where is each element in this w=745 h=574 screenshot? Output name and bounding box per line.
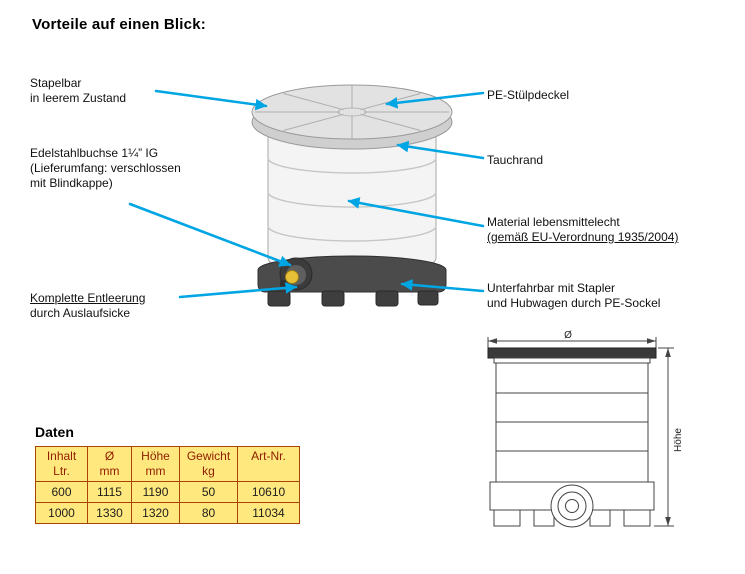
annotation-stuelpdeckel: PE-Stülpdeckel xyxy=(487,88,569,103)
table-cell: 600 xyxy=(35,481,88,503)
header-line: Gewicht xyxy=(186,449,231,463)
table-cell: 1115 xyxy=(87,481,132,503)
header-line: Höhe xyxy=(141,449,170,463)
base-foot xyxy=(267,290,291,307)
header-line: mm xyxy=(99,464,120,478)
annotation-line: Unterfahrbar mit Stapler xyxy=(487,281,616,295)
base-foot xyxy=(417,290,439,306)
annotation-line: durch Auslaufsicke xyxy=(30,306,131,320)
col-header-inhalt: Inhalt Ltr. xyxy=(35,446,88,482)
header-line: mm xyxy=(145,464,166,478)
outlet-spout xyxy=(279,257,313,291)
annotation-entleerung: Komplette Entleerung durch Auslaufsicke xyxy=(30,291,145,321)
table-cell: 10610 xyxy=(237,481,300,503)
table-cell: 11034 xyxy=(237,502,300,524)
annotation-edelstahlbuchse: Edelstahlbuchse 1¼” IG (Lieferumfang: ve… xyxy=(30,146,181,191)
header-line: Art-Nr. xyxy=(251,449,286,463)
drawing-container xyxy=(487,347,657,528)
container-lid xyxy=(251,84,453,150)
table-row: 600 1115 1190 50 10610 xyxy=(35,481,300,503)
page-title: Vorteile auf einen Blick: xyxy=(32,16,206,33)
annotation-stapelbar: Stapelbar in leerem Zustand xyxy=(30,76,126,106)
table-cell: 1330 xyxy=(87,502,132,524)
annotation-line: mit Blindkappe) xyxy=(30,176,113,190)
header-line: Inhalt xyxy=(46,449,77,463)
table-row: 1000 1330 1320 80 11034 xyxy=(35,502,300,524)
header-line: Ø xyxy=(104,449,115,463)
table-cell: 1320 xyxy=(131,502,180,524)
drawing-foot xyxy=(533,509,555,527)
base-foot xyxy=(375,290,399,307)
table-header-row: Inhalt Ltr. Ø mm Höhe mm Gewicht kg Art-… xyxy=(35,446,300,482)
annotation-line: (gemäß EU-Verordnung 1935/2004) xyxy=(487,230,679,244)
table-cell: 80 xyxy=(179,502,238,524)
col-header-hoehe: Höhe mm xyxy=(131,446,180,482)
drawing-foot xyxy=(623,509,651,527)
table-cell: 50 xyxy=(179,481,238,503)
annotation-material: Material lebensmittelecht (gemäß EU-Vero… xyxy=(487,215,678,245)
annotation-tauchrand: Tauchrand xyxy=(487,153,543,168)
col-header-durchmesser: Ø mm xyxy=(87,446,132,482)
annotation-line: Tauchrand xyxy=(487,153,544,167)
base-foot xyxy=(321,290,345,307)
col-header-artnr: Art-Nr. xyxy=(237,446,300,482)
container-illustration xyxy=(251,84,453,307)
height-dimension: Höhe xyxy=(654,347,684,527)
header-line: Ltr. xyxy=(53,464,70,478)
annotation-line: in leerem Zustand xyxy=(30,91,127,105)
outlet-cap xyxy=(285,270,299,284)
drawing-foot xyxy=(589,509,611,527)
height-label: Höhe xyxy=(673,428,684,452)
table-cell: 1190 xyxy=(131,481,180,503)
annotation-line: Stapelbar xyxy=(30,76,82,90)
data-section-heading: Daten xyxy=(35,424,74,440)
table-cell: 1000 xyxy=(35,502,88,524)
header-line: kg xyxy=(202,464,215,478)
annotation-line: (Lieferumfang: verschlossen xyxy=(30,161,181,175)
data-table: Inhalt Ltr. Ø mm Höhe mm Gewicht kg Art-… xyxy=(35,446,300,524)
annotation-line: Material lebensmittelecht xyxy=(487,215,620,229)
technical-drawing: Ø Höhe xyxy=(487,330,684,528)
annotation-line: und Hubwagen durch PE-Sockel xyxy=(487,296,661,310)
drawing-foot xyxy=(493,509,521,527)
annotation-line: Komplette Entleerung xyxy=(30,291,146,305)
annotation-unterfahrbar: Unterfahrbar mit Stapler und Hubwagen du… xyxy=(487,281,660,311)
annotation-line: Edelstahlbuchse 1¼” IG xyxy=(30,146,159,160)
diameter-dimension: Ø xyxy=(487,330,657,348)
annotation-line: PE-Stülpdeckel xyxy=(487,88,570,102)
col-header-gewicht: Gewicht kg xyxy=(179,446,238,482)
diameter-label: Ø xyxy=(564,330,572,341)
